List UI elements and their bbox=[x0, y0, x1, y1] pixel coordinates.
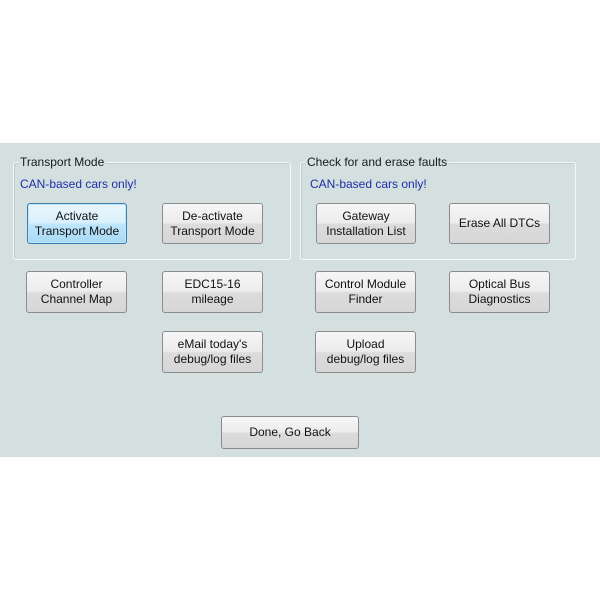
activate-transport-mode-button[interactable]: Activate Transport Mode bbox=[27, 203, 127, 244]
optical-bus-diagnostics-button[interactable]: Optical Bus Diagnostics bbox=[449, 271, 550, 313]
edc15-16-mileage-button[interactable]: EDC15-16 mileage bbox=[162, 271, 263, 313]
email-debug-log-files-label: eMail today's debug/log files bbox=[173, 337, 252, 366]
erase-all-dtcs-label: Erase All DTCs bbox=[458, 216, 541, 230]
faults-group-title: Check for and erase faults bbox=[305, 155, 450, 169]
controller-channel-map-button[interactable]: Controller Channel Map bbox=[26, 271, 127, 313]
faults-group: Check for and erase faults CAN-based car… bbox=[300, 155, 576, 260]
upload-debug-log-files-button[interactable]: Upload debug/log files bbox=[315, 331, 416, 373]
transport-mode-group-title: Transport Mode bbox=[18, 155, 107, 169]
control-module-finder-label: Control Module Finder bbox=[324, 277, 407, 306]
gateway-installation-list-button[interactable]: Gateway Installation List bbox=[316, 203, 416, 244]
transport-mode-group: Transport Mode CAN-based cars only! Acti… bbox=[13, 155, 291, 260]
dialog-panel: Transport Mode CAN-based cars only! Acti… bbox=[0, 143, 600, 457]
email-debug-log-files-button[interactable]: eMail today's debug/log files bbox=[162, 331, 263, 373]
control-module-finder-button[interactable]: Control Module Finder bbox=[315, 271, 416, 313]
done-go-back-label: Done, Go Back bbox=[249, 425, 331, 439]
activate-transport-mode-label: Activate Transport Mode bbox=[34, 208, 120, 238]
faults-note: CAN-based cars only! bbox=[310, 177, 427, 191]
upload-debug-log-files-label: Upload debug/log files bbox=[326, 337, 405, 366]
edc15-16-mileage-label: EDC15-16 mileage bbox=[184, 277, 241, 306]
gateway-installation-list-label: Gateway Installation List bbox=[326, 208, 406, 238]
controller-channel-map-label: Controller Channel Map bbox=[40, 277, 113, 306]
transport-mode-note: CAN-based cars only! bbox=[20, 177, 137, 191]
deactivate-transport-mode-button[interactable]: De-activate Transport Mode bbox=[162, 203, 263, 244]
deactivate-transport-mode-label: De-activate Transport Mode bbox=[170, 208, 255, 238]
optical-bus-diagnostics-label: Optical Bus Diagnostics bbox=[468, 277, 531, 306]
done-go-back-button[interactable]: Done, Go Back bbox=[221, 416, 359, 449]
erase-all-dtcs-button[interactable]: Erase All DTCs bbox=[449, 203, 550, 244]
